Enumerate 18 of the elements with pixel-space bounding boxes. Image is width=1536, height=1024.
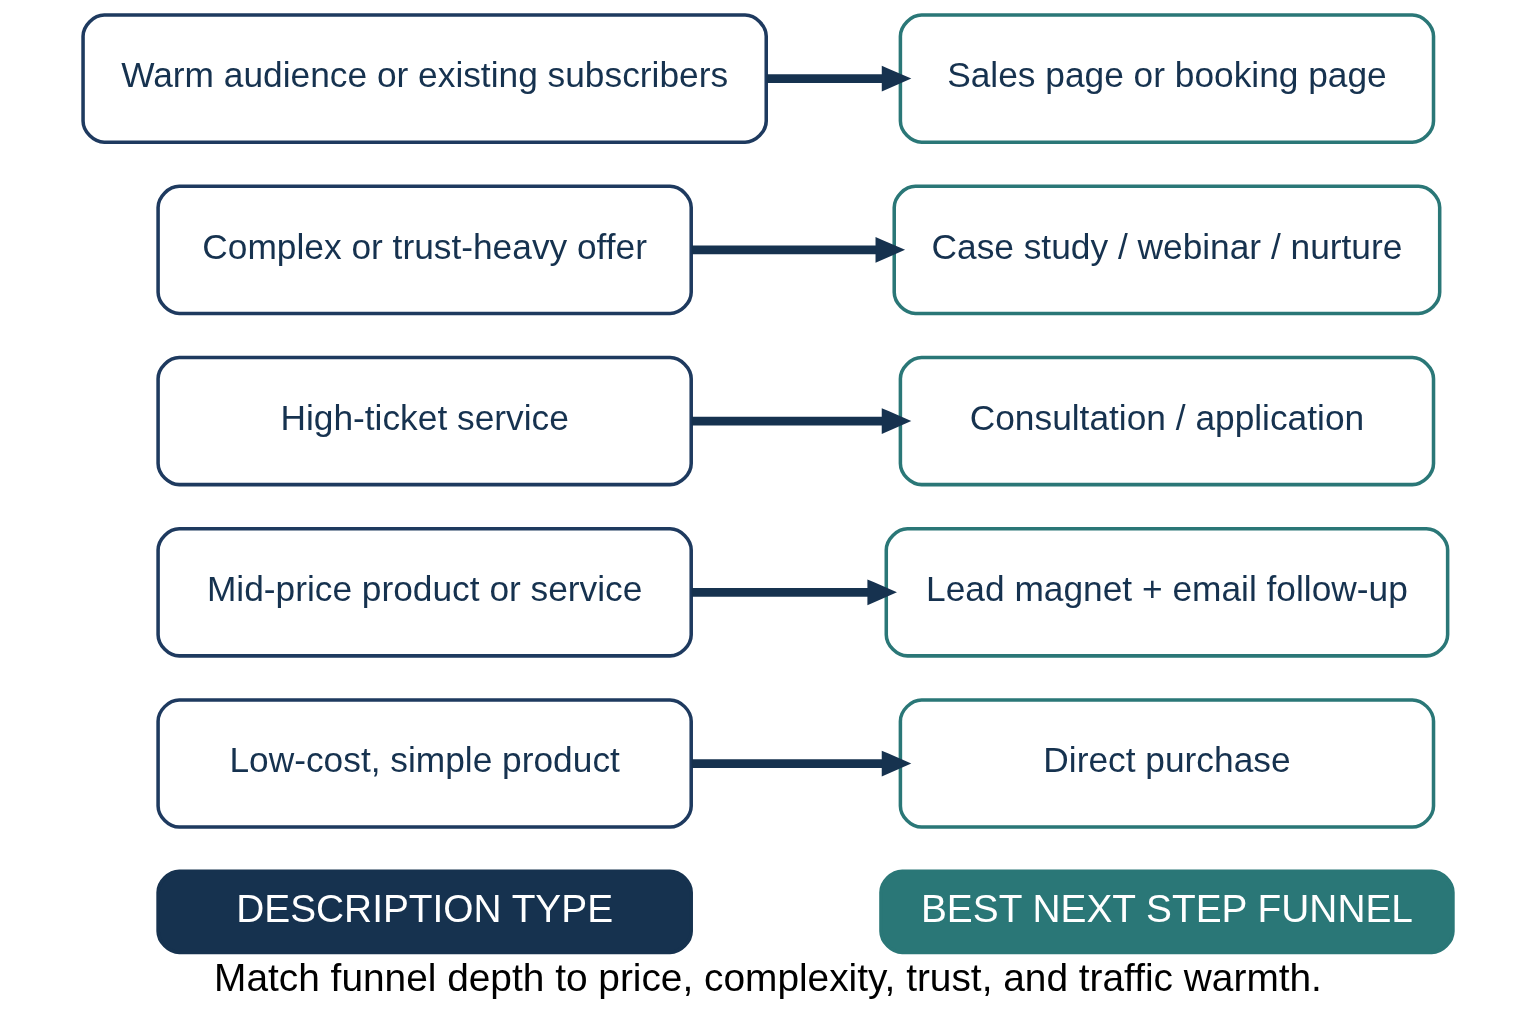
node-box: BEST NEXT STEP FUNNEL [879,869,1455,955]
arrow [691,408,912,435]
node-box: Lead magnet + email follow-up [884,527,1450,658]
node-box: Low-cost, simple product [156,698,693,829]
caption: Match funnel depth to price, complexity, trust, and traffic warmth. [214,955,1322,999]
arrow [691,579,897,606]
node-box: Sales page or booking page [898,13,1436,144]
arrow [766,65,912,92]
node-box: Mid-price product or service [156,527,693,658]
node-box: High-ticket service [156,355,693,487]
node-box: Case study / webinar / nurture [892,184,1442,316]
node-box: Warm audience or existing subscribers [81,13,768,144]
arrow [691,750,912,777]
node-box: Direct purchase [898,698,1436,829]
node-box: Consultation / application [898,355,1436,487]
node-box: Complex or trust-heavy offer [156,184,693,316]
arrow [691,236,906,263]
node-box: DESCRIPTION TYPE [156,869,693,955]
